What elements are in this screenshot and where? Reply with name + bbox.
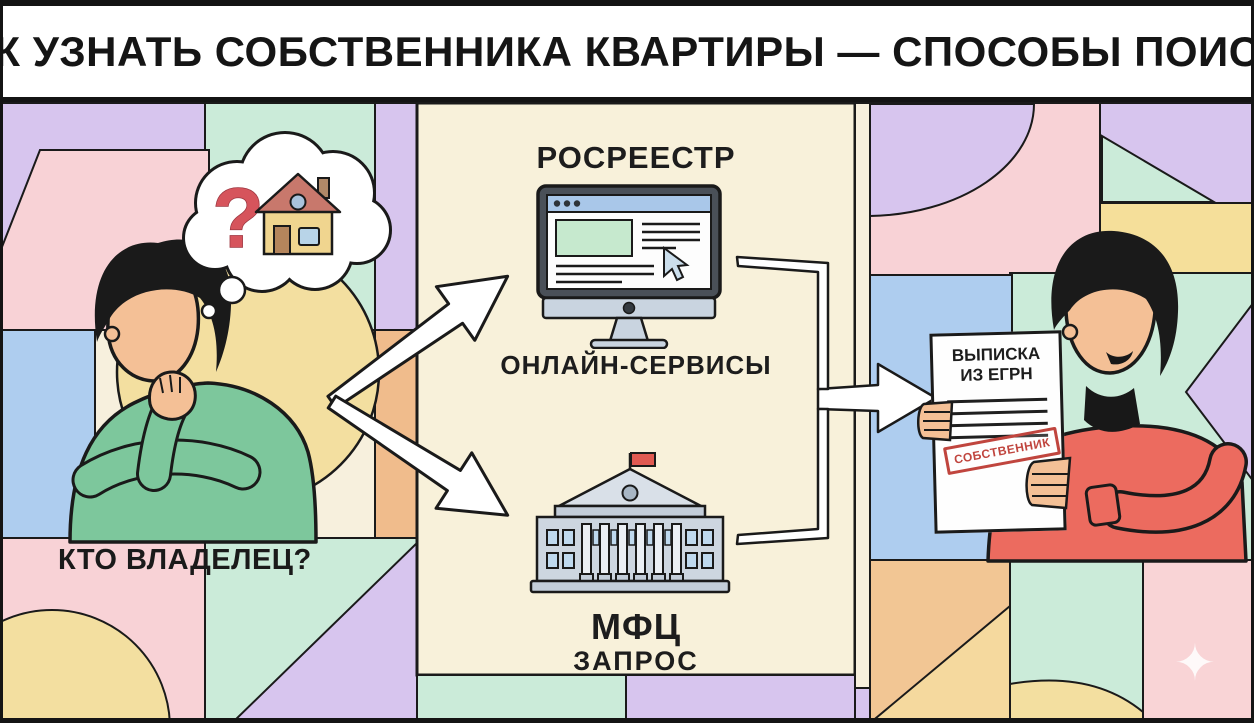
page-title: КАК УЗНАТЬ СОБСТВЕННИКА КВАРТИРЫ — СПОСО… [0, 27, 1254, 75]
mfc-method-label: ЗАПРОС [573, 646, 699, 676]
cursor-icon [663, 246, 690, 282]
webpage-image-placeholder [555, 219, 633, 257]
flag-icon [630, 452, 656, 467]
mfc-title: МФЦ [590, 606, 681, 647]
left-hand [917, 400, 954, 442]
right-person-hair [1051, 230, 1179, 376]
question-label: КТО ВЛАДЕЛЕЦ? [58, 544, 312, 576]
header-band: КАК УЗНАТЬ СОБСТВЕННИКА КВАРТИРЫ — СПОСО… [0, 6, 1254, 97]
rosreestr-method-label: ОНЛАЙН-СЕРВИСЫ [500, 350, 772, 380]
sleeve-cuff [1084, 483, 1122, 527]
top-border-bar [0, 0, 1254, 6]
bottom-border-bar [0, 718, 1254, 723]
left-person-illustration [68, 239, 381, 544]
arrow-to-mfc [326, 394, 510, 517]
house-icon [254, 172, 342, 256]
arrow-to-rosreestr [326, 274, 510, 410]
sparkle-icon: ✦ [1174, 635, 1216, 691]
left-person-hair [94, 239, 232, 372]
left-border-bar [0, 0, 3, 723]
question-mark-icon: ? [212, 171, 263, 265]
monitor-icon [536, 184, 722, 349]
rosreestr-title: РОСРЕЕСТР [536, 140, 736, 175]
right-border-bar [1251, 0, 1254, 723]
building-icon [529, 452, 731, 594]
browser-bar [546, 194, 712, 213]
merged-arrow-to-document [735, 255, 938, 546]
header-divider [0, 97, 1254, 102]
thought-bubble: ? [182, 131, 392, 320]
right-hand [1025, 456, 1072, 510]
